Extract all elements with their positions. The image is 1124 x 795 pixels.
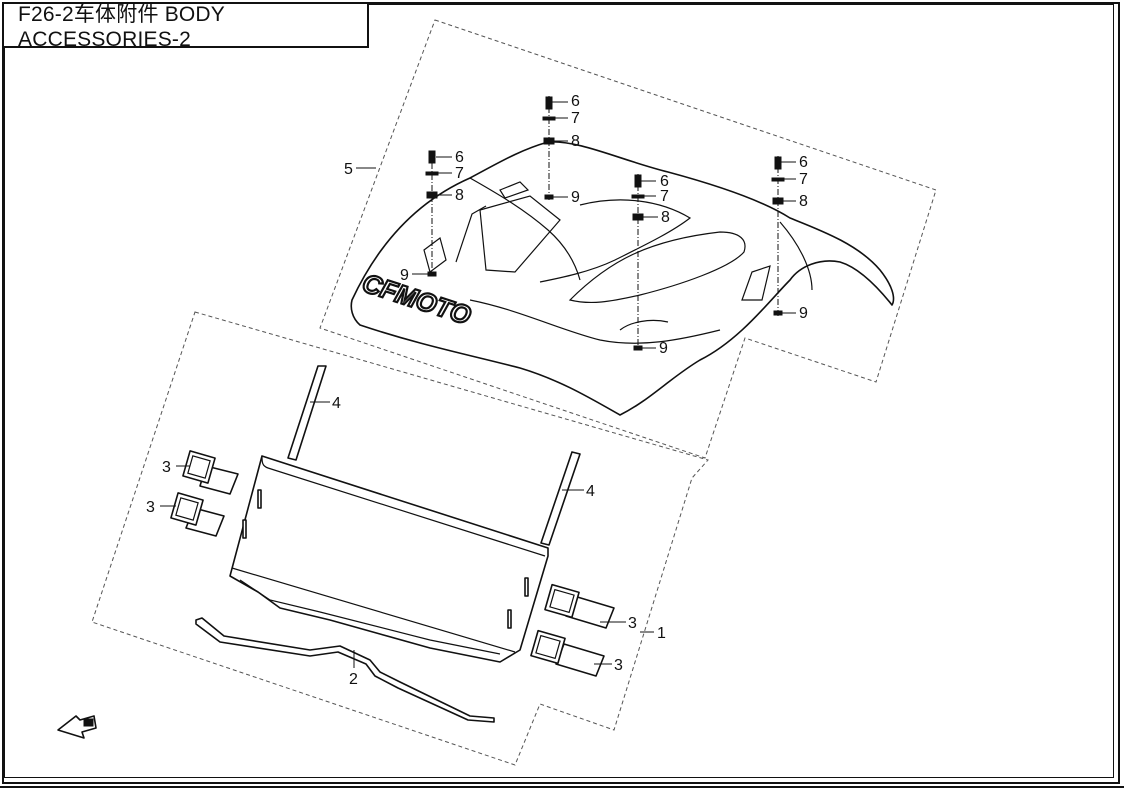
callout-3: 3 [162,459,171,476]
callout-7: 7 [799,171,808,188]
callout-6: 6 [799,154,808,171]
callout-4: 4 [586,483,595,500]
fastener-stack-2 [542,96,556,200]
callout-7: 7 [660,188,669,205]
callout-7: 7 [571,110,580,127]
bottom-rule [0,786,1124,788]
latch-part-left-upper [182,450,239,495]
callout-9: 9 [659,340,668,357]
leader-lines [160,101,796,668]
latch-part-right-lower [530,629,605,677]
latch-part-left-lower [170,492,225,537]
callout-6: 6 [455,149,464,166]
front-direction-arrow-icon [57,715,97,739]
callout-8: 8 [455,187,464,204]
upper-group-outline [319,19,937,459]
fastener-stack-3 [631,174,645,351]
storage-panel-part [229,455,549,663]
diagram-title: F26-2车体附件 BODY ACCESSORIES-2 [2,2,369,51]
callout-8: 8 [799,193,808,210]
callout-7: 7 [455,165,464,182]
callout-1: 1 [657,625,666,642]
callout-3: 3 [614,657,623,674]
lower-group-outline [91,311,709,766]
callout-6: 6 [660,173,669,190]
fastener-stack-4 [771,156,785,316]
callout-3: 3 [628,615,637,632]
support-rod-part [195,617,495,723]
latch-part-right-upper [544,583,615,629]
callout-3: 3 [146,499,155,516]
left-strip-part [287,365,327,461]
callout-5: 5 [344,161,353,178]
callout-8: 8 [661,209,670,226]
callout-9: 9 [400,267,409,284]
drawing-inner-frame [4,4,1114,778]
callout-9: 9 [571,189,580,206]
right-strip-part [540,451,581,546]
front-cover-part [350,141,895,416]
callout-9: 9 [799,305,808,322]
callout-6: 6 [571,93,580,110]
callout-4: 4 [332,395,341,412]
callout-2: 2 [349,671,358,688]
drawing-frame [2,2,1120,784]
callout-8: 8 [571,133,580,150]
